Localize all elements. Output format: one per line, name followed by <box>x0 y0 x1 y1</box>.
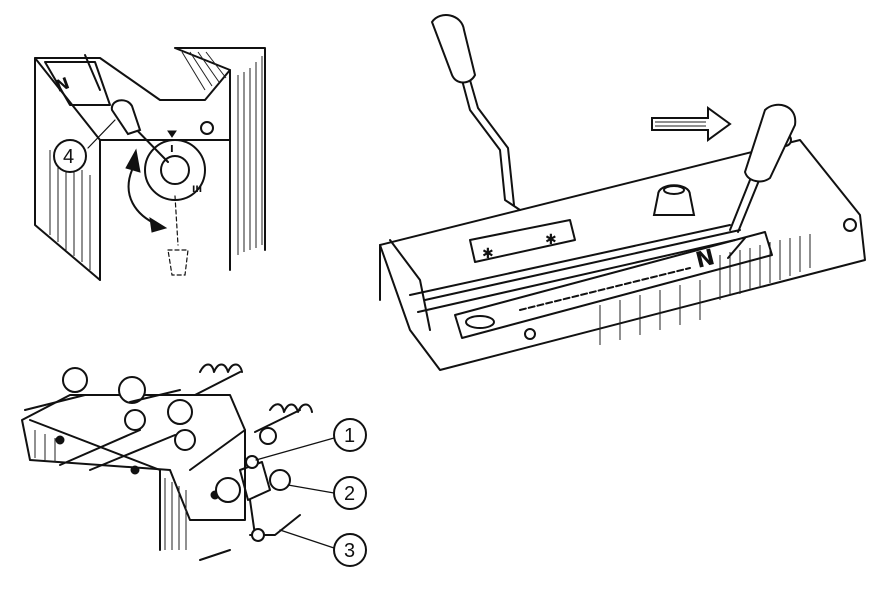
top-left-plate-label: N <box>53 73 72 95</box>
left-shift-lever <box>461 79 521 211</box>
direction-arrow-icon <box>651 106 732 142</box>
rotary-selector-panel: N I III 4 <box>34 47 266 281</box>
valve-block-panel: 1 2 3 <box>21 363 367 567</box>
right-console-plate-label: N <box>693 245 717 274</box>
callout-2-label: 2 <box>344 483 355 505</box>
block-hatching <box>34 430 187 550</box>
left-lever-knob <box>430 14 477 84</box>
right-shift-lever <box>729 174 761 233</box>
bolt-heads <box>55 367 220 500</box>
panel-hatching <box>49 51 263 270</box>
callout-3-circle <box>333 533 367 567</box>
callout-1-circle <box>333 418 367 452</box>
shift-console-panel: ✱ ✱ N <box>379 14 866 371</box>
callout-3-label: 3 <box>344 540 355 562</box>
center-knob <box>652 184 696 216</box>
linkage-parts <box>215 455 301 542</box>
callout-2-circle <box>333 476 367 510</box>
callout-4-circle <box>53 139 87 173</box>
spring-assembly <box>194 363 313 445</box>
callout-1-label: 1 <box>344 425 355 447</box>
snowflake-icon: ✱ <box>482 246 494 262</box>
dial-mark-lower: III <box>192 185 202 195</box>
lever-knob <box>110 99 142 136</box>
console-hatching <box>599 234 811 345</box>
dial-mark-upper: I <box>170 144 174 155</box>
snowflake-icon-2: ✱ <box>545 232 557 248</box>
right-lever-knob <box>743 103 797 183</box>
callout-4-label: 4 <box>63 146 74 168</box>
